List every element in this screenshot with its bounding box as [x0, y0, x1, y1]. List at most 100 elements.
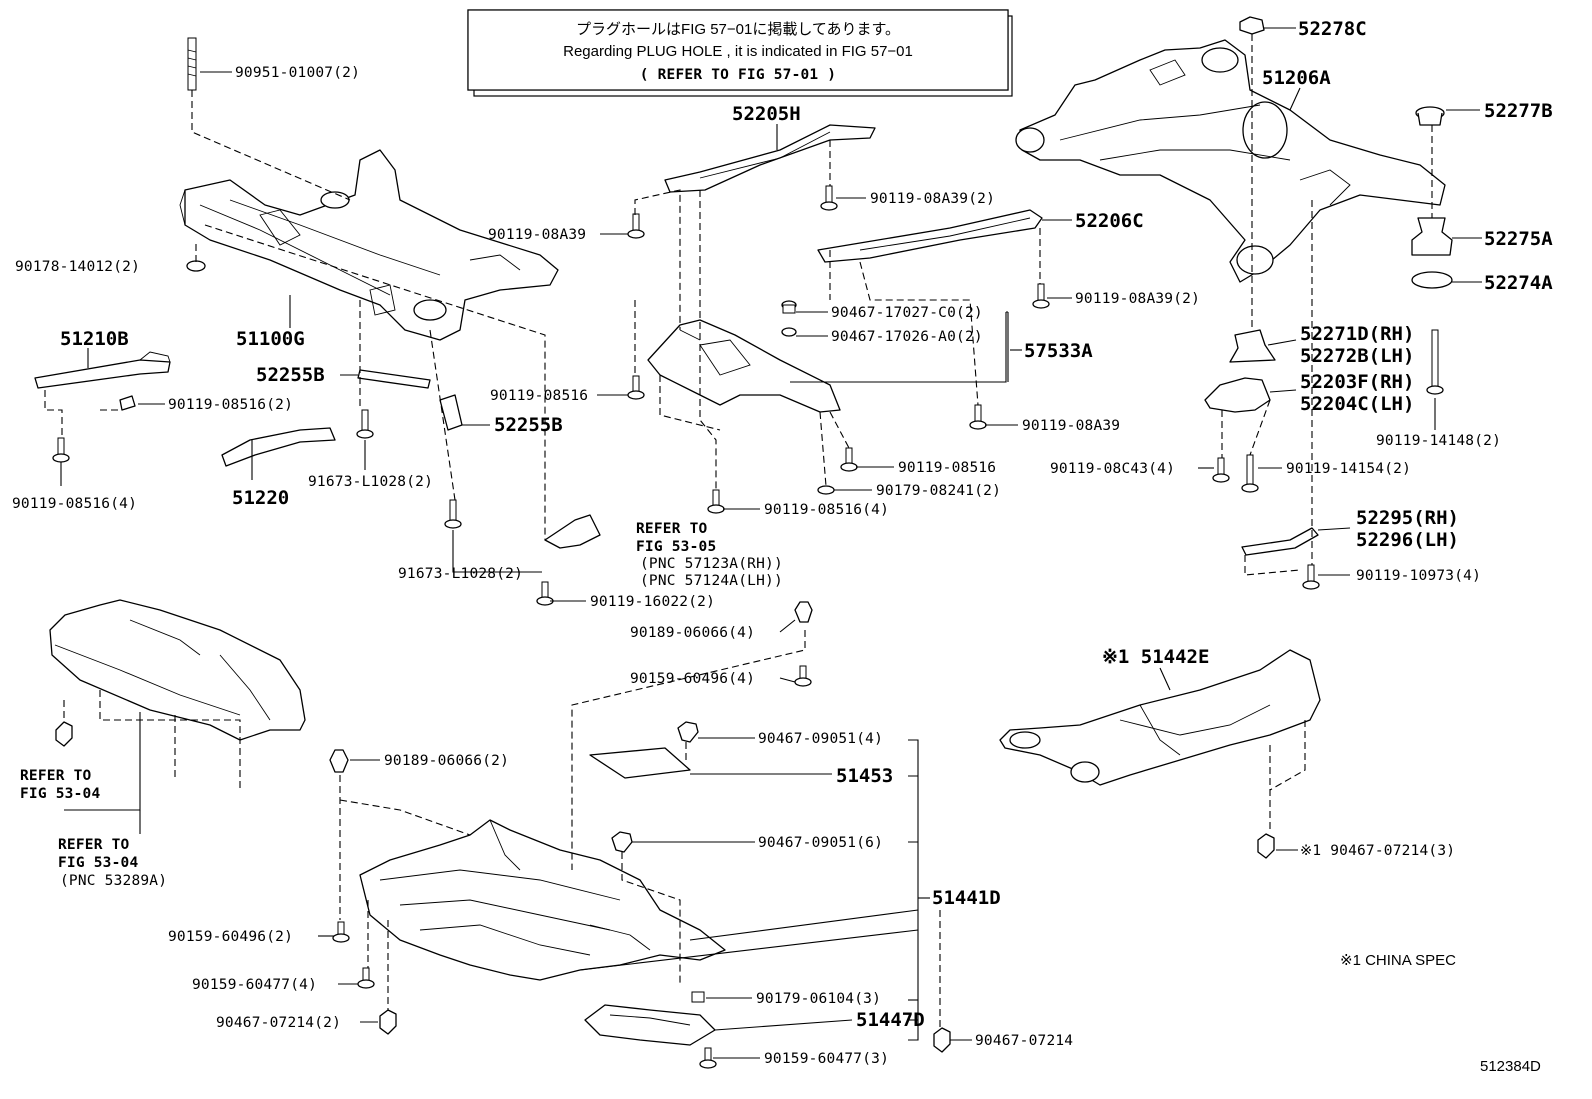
clip-90467-07214-b	[379, 1009, 397, 1035]
clip-90189-06066-b	[329, 749, 349, 773]
plate-51447D	[584, 1004, 716, 1046]
bolt-90119-08516-b	[52, 437, 70, 463]
label-52275A: 52275A	[1484, 228, 1553, 250]
clip-90189-06066-a	[794, 601, 813, 623]
label-52203F: 52203F(RH)	[1300, 371, 1414, 393]
label-90467-07214: 90467-07214	[975, 1033, 1073, 1049]
label-90119-08A39-2b: 90119-08A39(2)	[1075, 291, 1200, 307]
bolt-90119-08516-c	[627, 375, 645, 400]
bolt-90119-08A39-a	[820, 185, 838, 211]
label-52204C: 52204C(LH)	[1300, 393, 1414, 415]
label-51453: 51453	[836, 765, 893, 787]
clip-90179-08241	[817, 485, 835, 495]
label-90467-07214-3: ※1 90467-07214(3)	[1300, 843, 1455, 859]
label-90119-08516-2: 90119-08516(2)	[168, 397, 293, 413]
bushing-52271D	[1229, 329, 1276, 363]
label-90119-08516-4a: 90119-08516(4)	[12, 496, 137, 512]
clip-front-cover	[55, 721, 73, 747]
label-90179-06104: 90179-06104(3)	[756, 991, 881, 1007]
brace-52206C	[817, 209, 1043, 263]
bolt-90119-14148	[1426, 329, 1444, 395]
label-90179-08241: 90179-08241(2)	[876, 483, 1001, 499]
front-suspension-member	[179, 149, 559, 341]
nut-90467-17027	[781, 300, 797, 314]
refer-label-3: REFER TO	[58, 837, 130, 853]
label-90119-14148: 90119-14148(2)	[1376, 433, 1501, 449]
bushing-52275A	[1411, 217, 1453, 256]
label-90119-08C43: 90119-08C43(4)	[1050, 461, 1175, 477]
washer-52274A	[1411, 271, 1453, 289]
bushing-52278C	[1239, 16, 1265, 35]
notice-line-2: Regarding PLUG HOLE , it is indicated in…	[563, 43, 913, 60]
label-90119-08516-c: 90119-08516	[898, 460, 996, 476]
bolt-90159-60496-a	[794, 665, 812, 687]
label-91673-a: 91673-L1028(2)	[308, 474, 433, 490]
label-51210B: 51210B	[60, 328, 129, 350]
clip-90178	[186, 260, 206, 272]
under-cover-51441D	[359, 819, 726, 981]
bolt-90159-60496-b	[332, 921, 350, 943]
label-52277B: 52277B	[1484, 100, 1553, 122]
label-52296: 52296(LH)	[1356, 529, 1459, 551]
bolt-90119-08A39-d	[969, 404, 987, 430]
bolt-91673-b	[444, 499, 462, 529]
bolt-90119-08C43	[1212, 457, 1230, 483]
figure-id: 512384D	[1480, 1058, 1541, 1075]
refer-label-1: REFER TO	[636, 521, 708, 537]
clip-90467-07214-c	[933, 1027, 951, 1053]
refer-label-3b: FIG 53-04	[58, 855, 138, 871]
refer-label-1b: FIG 53-05	[636, 539, 716, 555]
label-90189-06066-4: 90189-06066(4)	[630, 625, 755, 641]
refer-label-2: REFER TO	[20, 768, 92, 784]
label-90467-17026: 90467-17026-A0(2)	[831, 329, 983, 345]
bolt-91673-a	[356, 409, 374, 439]
clip-90179-06104	[691, 991, 705, 1003]
bolt-90119-08516-a	[119, 395, 136, 411]
plate-57533A	[647, 319, 841, 413]
bolt-90951	[187, 37, 197, 91]
label-52272B: 52272B(LH)	[1300, 345, 1414, 367]
label-90119-08516-4b: 90119-08516(4)	[764, 502, 889, 518]
notice-box: プラグホールはFIG 57−01に掲載してあります。 Regarding PLU…	[467, 9, 1013, 97]
label-90467-07214-2: 90467-07214(2)	[216, 1015, 341, 1031]
bushing-52277B	[1415, 106, 1445, 126]
bolt-90159-60477-b	[699, 1047, 717, 1069]
label-90119-08A39-b: 90119-08A39	[1022, 418, 1120, 434]
leader-lines	[60, 27, 1482, 1059]
bolt-90119-16022	[536, 581, 554, 606]
label-52255B-a: 52255B	[256, 364, 325, 386]
china-spec-note: ※1 CHINA SPEC	[1340, 952, 1456, 969]
rear-suspension-member	[1015, 39, 1446, 283]
label-51447D: 51447D	[856, 1009, 925, 1031]
label-57533A: 57533A	[1024, 340, 1093, 362]
label-90119-08A39-2a: 90119-08A39(2)	[870, 191, 995, 207]
label-90119-14154: 90119-14154(2)	[1286, 461, 1411, 477]
label-51442E: ※1 51442E	[1102, 646, 1209, 668]
dashed-guide-lines	[44, 34, 1433, 1030]
refer-label-2b: FIG 53-04	[20, 786, 100, 802]
bracket-fig-53-05	[544, 514, 601, 549]
bolt-90119-08A39-b	[627, 213, 645, 239]
bolt-90159-60477-a	[357, 967, 375, 989]
plate-51453	[589, 747, 691, 779]
front-under-cover	[49, 599, 306, 741]
bolt-90119-08516-d	[840, 447, 858, 472]
label-90189-06066-2: 90189-06066(2)	[384, 753, 509, 769]
bolt-90119-08A39-c	[1032, 283, 1050, 309]
label-90467-09051-6: 90467-09051(6)	[758, 835, 883, 851]
bolt-90119-14154	[1241, 454, 1259, 493]
label-90467-09051-4: 90467-09051(4)	[758, 731, 883, 747]
clip-90467-09051-b	[611, 831, 633, 853]
label-52271D: 52271D(RH)	[1300, 323, 1414, 345]
label-51100G: 51100G	[236, 328, 305, 350]
notice-line-1: プラグホールはFIG 57−01に掲載してあります。	[576, 21, 900, 38]
label-90119-08516: 90119-08516	[490, 388, 588, 404]
label-52205H: 52205H	[732, 103, 801, 125]
label-51220: 51220	[232, 487, 289, 509]
refer-label-1d: (PNC 57124A(LH))	[640, 573, 783, 589]
label-90178: 90178-14012(2)	[15, 259, 140, 275]
label-90467-17027: 90467-17027-C0(2)	[831, 305, 983, 321]
label-90951: 90951-01007(2)	[235, 65, 360, 81]
bolt-90119-10973	[1302, 564, 1320, 590]
label-51206A: 51206A	[1262, 67, 1331, 89]
